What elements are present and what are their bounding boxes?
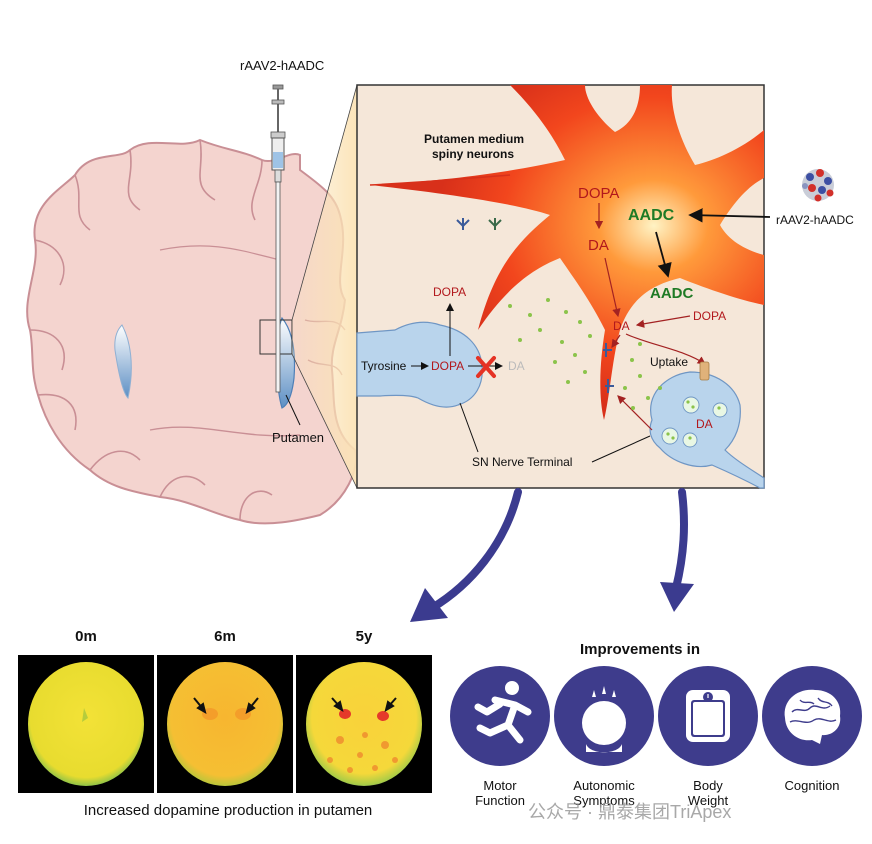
da-neuron-label: DA — [588, 237, 609, 254]
improvement-label-cognition: Cognition — [784, 778, 840, 793]
da-blocked-label: DA — [508, 359, 525, 373]
neurons-label-line1: Putamen medium — [424, 132, 524, 146]
blocked-x-icon — [476, 356, 496, 378]
uptake-label: Uptake — [650, 355, 688, 369]
pet-scan-5y — [296, 655, 432, 793]
brain-icon — [762, 666, 862, 766]
improvements-title: Improvements in — [579, 641, 701, 658]
improvement-label-autonomic: Autonomic Symptoms — [573, 778, 635, 808]
neurons-label-line2: spiny neurons — [432, 147, 514, 161]
pet-scan-0m — [18, 655, 154, 793]
dopamine-dots — [508, 298, 662, 410]
scan-caption: Increased dopamine production in putamen — [83, 802, 373, 819]
tyrosine-label: Tyrosine — [361, 359, 407, 373]
improvement-label-motor: Motor Function — [475, 778, 525, 808]
injection-label: rAAV2-hAADC — [240, 58, 324, 73]
dopa-right-label: DOPA — [693, 309, 726, 323]
scan-title-6m: 6m — [214, 628, 236, 645]
sn-terminal-left — [356, 321, 483, 408]
weight-scale-icon — [658, 666, 758, 766]
watermark-text: 公众号 · 鼎泰集团TriApex — [528, 802, 732, 822]
dopa-neuron-label: DOPA — [578, 185, 619, 202]
scan-title-0m: 0m — [75, 628, 97, 645]
brain-section: Putamen — [26, 84, 358, 525]
inset-panel: Putamen medium spiny neurons DOPA DA AAD… — [356, 84, 771, 489]
receptor-icons — [456, 218, 614, 393]
vesicles — [661, 396, 728, 448]
dopa-terminal-label: DOPA — [431, 359, 464, 373]
aadc-main-label: AADC — [628, 207, 675, 224]
sn-terminal-label: SN Nerve Terminal — [472, 455, 572, 469]
vector-label: rAAV2-hAADC — [776, 213, 854, 227]
running-person-icon — [450, 666, 550, 766]
improvement-label-body-weight: Body Weight — [687, 778, 729, 808]
pet-scan-6m — [157, 655, 293, 793]
sweating-face-icon — [554, 666, 654, 766]
sn-terminal-right — [649, 371, 765, 489]
scan-title-5y: 5y — [355, 628, 373, 645]
aav-vector-icon — [802, 169, 834, 202]
result-arrows — [428, 488, 688, 612]
da-vesicle-label: DA — [696, 417, 713, 431]
spiny-neuron — [370, 85, 764, 420]
da-synapse-label: DA — [613, 319, 630, 333]
dopa-terminal-up-label: DOPA — [433, 285, 466, 299]
putamen-label: Putamen — [272, 430, 324, 445]
syringe: rAAV2-hAADC — [240, 58, 324, 393]
aadc-secondary-label: AADC — [650, 285, 693, 302]
